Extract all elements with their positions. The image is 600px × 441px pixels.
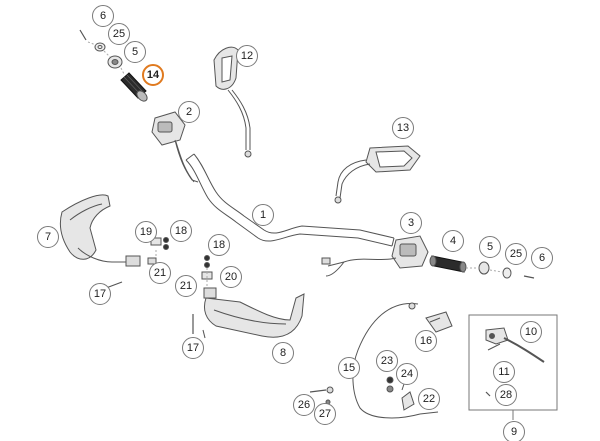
left-grip-assembly (79, 29, 199, 183)
callout-17-left[interactable]: 17 (89, 283, 111, 305)
callout-24[interactable]: 24 (396, 363, 418, 385)
mirror-right (334, 145, 421, 204)
callout-10[interactable]: 10 (520, 321, 542, 343)
callout-4[interactable]: 4 (442, 230, 464, 252)
callout-6-left[interactable]: 6 (92, 5, 114, 27)
cable-fittings (386, 376, 415, 411)
callout-19[interactable]: 19 (135, 221, 157, 243)
callout-3[interactable]: 3 (400, 212, 422, 234)
callout-20[interactable]: 20 (220, 266, 242, 288)
callout-25-left[interactable]: 25 (108, 23, 130, 45)
detail-box (468, 314, 558, 420)
callout-15[interactable]: 15 (338, 357, 360, 379)
callout-7[interactable]: 7 (37, 226, 59, 248)
lever-16 (425, 311, 453, 333)
callout-22[interactable]: 22 (418, 388, 440, 410)
callout-23[interactable]: 23 (376, 350, 398, 372)
callout-9[interactable]: 9 (503, 421, 525, 441)
callout-26[interactable]: 26 (293, 394, 315, 416)
callout-18-left[interactable]: 18 (170, 220, 192, 242)
right-switch (321, 235, 429, 277)
callout-25-right[interactable]: 25 (505, 243, 527, 265)
callout-12[interactable]: 12 (236, 45, 258, 67)
callout-5-left[interactable]: 5 (124, 41, 146, 63)
right-hardware (192, 255, 213, 339)
handlebar (185, 153, 395, 247)
hand-guard-right (203, 287, 305, 338)
callout-1[interactable]: 1 (252, 204, 274, 226)
right-grip (429, 255, 467, 273)
left-grip (120, 72, 148, 102)
callout-2[interactable]: 2 (178, 101, 200, 123)
callout-16[interactable]: 16 (415, 330, 437, 352)
left-switch (151, 111, 199, 183)
callout-6-right[interactable]: 6 (531, 247, 553, 269)
callout-17-right[interactable]: 17 (182, 337, 204, 359)
callout-28[interactable]: 28 (495, 384, 517, 406)
callout-11[interactable]: 11 (493, 361, 515, 383)
callout-21-right[interactable]: 21 (175, 275, 197, 297)
callout-27[interactable]: 27 (314, 403, 336, 425)
callout-13[interactable]: 13 (392, 117, 414, 139)
callout-5-right[interactable]: 5 (479, 236, 501, 258)
hand-guard-left (59, 194, 141, 267)
callout-18-right[interactable]: 18 (208, 234, 230, 256)
mirror-left (213, 46, 252, 158)
callout-8[interactable]: 8 (272, 342, 294, 364)
callout-14-highlighted[interactable]: 14 (142, 64, 164, 86)
callout-21-left[interactable]: 21 (149, 262, 171, 284)
